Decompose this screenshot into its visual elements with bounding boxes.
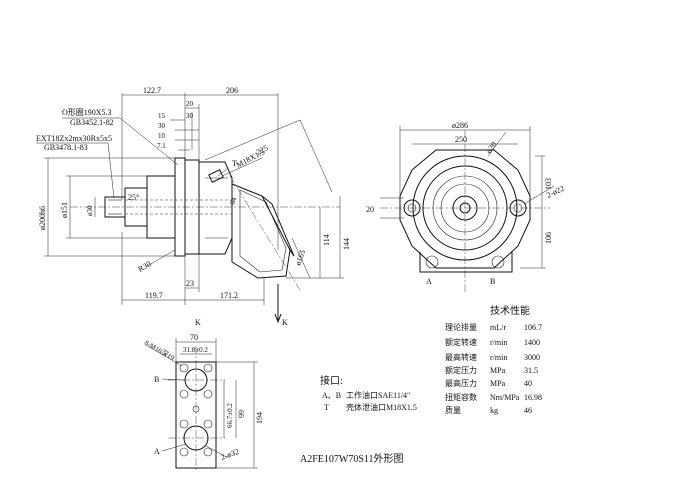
dim-114: 114 [322, 234, 331, 246]
dim-10: 10 [158, 132, 166, 140]
front-dim-250: 250 [455, 135, 467, 144]
spec-name: 最高压力 [445, 378, 477, 388]
front-dim-dia-286: ø286 [452, 121, 468, 130]
spec-unit: mL/r [490, 323, 506, 332]
spec-value: 16.98 [524, 393, 542, 402]
spec-name: 最高转速 [445, 352, 477, 362]
k-dim-8-m16: 8-M16深19 [143, 338, 177, 363]
k-dim-194: 194 [255, 412, 264, 424]
callout-o-ring: O形圈190X5.3 [62, 108, 112, 117]
dim-m18: M18X1.5 [235, 147, 267, 169]
spec-row: 最高压力 MPa 40 [445, 378, 532, 388]
spec-name: 理论排量 [445, 322, 477, 332]
dim-20: 20 [186, 100, 194, 108]
spec-unit: kg [490, 406, 498, 415]
port-notes: 接口: A、B 工作油口SAE11/4" T 壳体泄油口M18X1.5 [320, 374, 417, 412]
spec-value: 1400 [524, 338, 540, 347]
spec-unit: MPa [490, 366, 506, 375]
dim-122-7: 122.7 [143, 86, 161, 95]
spec-name: 额定压力 [445, 365, 477, 375]
k-view: K B A 70 31.8±0.2 8-M16深19 [143, 318, 264, 470]
dim-dia-200h6: ø200h6 [38, 206, 47, 230]
dim-30-a: 30 [158, 122, 166, 130]
k-dim-66-7: 66.7±0.2 [226, 403, 234, 428]
spec-value: 3000 [524, 353, 540, 362]
front-port-a: A [426, 277, 432, 286]
dim-144: 144 [342, 238, 351, 250]
k-dim-31-8: 31.8±0.2 [183, 346, 208, 354]
dim-119-7: 119.7 [145, 291, 163, 300]
dim-15: 15 [158, 112, 166, 120]
dim-angle-25: 25° [128, 193, 139, 202]
dim-23: 23 [186, 279, 194, 288]
callout-spline-std: GB3478.1-83 [44, 143, 88, 152]
dim-r30: R30 [137, 259, 153, 273]
spec-row: 额定转速 r/min 1400 [445, 337, 540, 347]
spec-value: 40 [524, 379, 532, 388]
dim-30-b: 30 [186, 112, 194, 120]
spec-heading: 技术性能 [490, 304, 530, 317]
k-dim-99: 99 [237, 410, 246, 418]
k-dim-70: 70 [190, 333, 198, 342]
k-port-b: B [154, 375, 159, 384]
k-dim-2-dia-32: 2-ø32 [220, 447, 241, 462]
front-dim-106: 106 [544, 232, 553, 244]
front-dim-dia-20: ø20 [484, 140, 498, 155]
spec-value: 46 [524, 406, 532, 415]
spec-row: 扭矩容数 Nm/MPa 16.98 [445, 392, 542, 402]
spec-value: 31.5 [524, 366, 538, 375]
spec-unit: r/min [490, 338, 507, 347]
spec-unit: Nm/MPa [490, 393, 520, 402]
side-view: 122.7 206 20 15 30 30 10 7.1 O形圈190X5.3 … [36, 86, 351, 327]
dim-dia-151: ø151 [60, 202, 69, 218]
ports-heading: 接口: [320, 374, 343, 387]
drawing-title: A2FE107W70S11外形图 [300, 453, 404, 465]
spec-row: 额定压力 MPa 31.5 [445, 365, 538, 375]
dim-171-2: 171.2 [220, 291, 238, 300]
callout-spline: EXT18Zx2mx30Rx5x5 [36, 134, 112, 143]
front-view: A B ø286 250 ø20 103 106 2-ø22 20 [366, 121, 566, 292]
port-row-t-desc: 壳体泄油口M18X1.5 [346, 402, 417, 412]
port-row-t-code: T [324, 403, 329, 412]
k-view-title: K [195, 318, 201, 327]
port-row-ab-desc: 工作油口SAE11/4" [346, 390, 410, 400]
dim-206: 206 [226, 86, 238, 95]
front-dim-20: 20 [366, 205, 374, 214]
section-mark-k: K [282, 318, 288, 327]
spec-row: 理论排量 mL/r 106.7 [445, 322, 542, 332]
dim-dia-30: ø30 [86, 205, 94, 216]
label-t-port: T [232, 159, 237, 168]
k-port-a: A [154, 447, 160, 456]
spec-name: 额定转速 [445, 337, 477, 347]
dim-7-1: 7.1 [157, 142, 166, 150]
dim-64: 64 [228, 196, 238, 206]
front-dim-103: 103 [544, 178, 553, 190]
callout-o-ring-std: GB3452.1-82 [70, 118, 114, 127]
spec-table: 技术性能 理论排量 mL/r 106.7 额定转速 r/min 1400 最高转… [445, 304, 542, 415]
dim-dia-165: ø165 [293, 249, 307, 267]
spec-row: 最高转速 r/min 3000 [445, 352, 540, 362]
spec-unit: MPa [490, 379, 506, 388]
spec-value: 106.7 [524, 323, 542, 332]
spec-unit: r/min [490, 353, 507, 362]
port-row-ab-code: A、B [322, 391, 341, 400]
spec-row: 质量 kg 46 [445, 405, 532, 415]
front-port-b: B [490, 277, 495, 286]
spec-name: 扭矩容数 [445, 392, 477, 402]
spec-name: 质量 [445, 405, 461, 415]
